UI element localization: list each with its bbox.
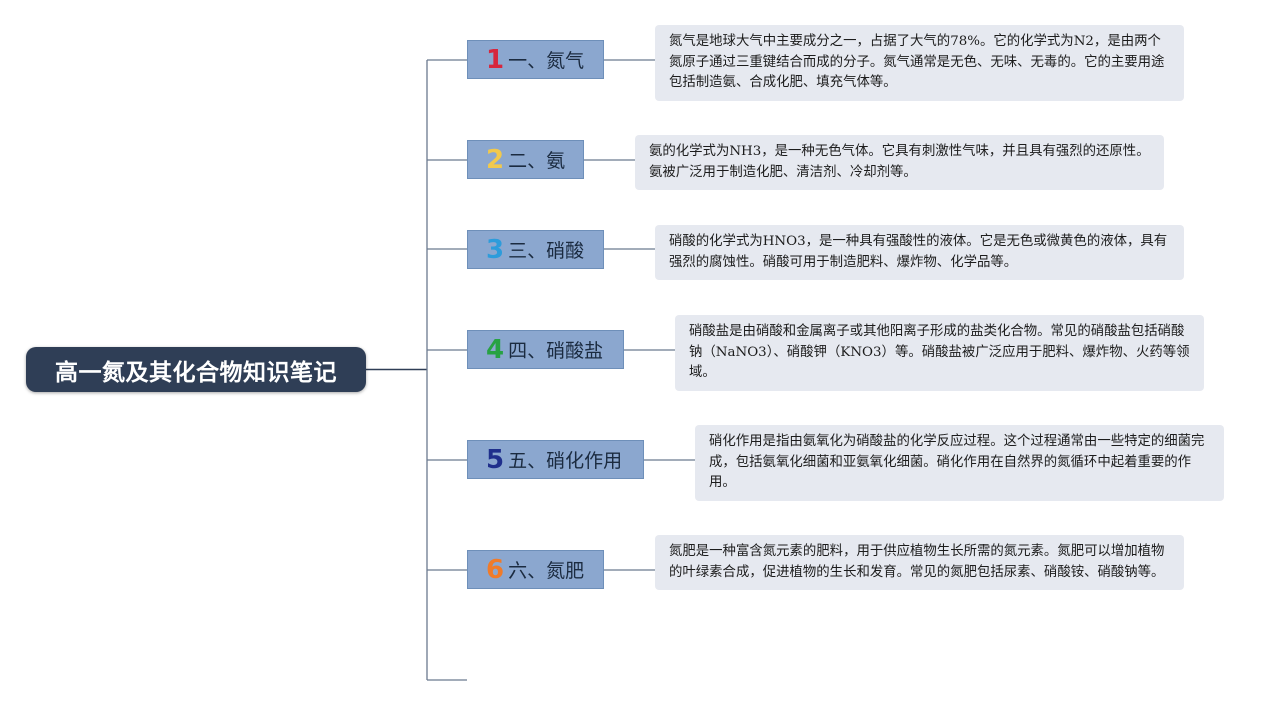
root-node[interactable]: 高一氮及其化合物知识笔记 xyxy=(26,347,366,392)
topic-label: 一、氮气 xyxy=(508,50,585,72)
description-card-5[interactable]: 硝化作用是指由氨氧化为硝酸盐的化学反应过程。这个过程通常由一些特定的细菌完成，包… xyxy=(695,425,1224,501)
topic-node-5[interactable]: 5 五、硝化作用 xyxy=(467,440,644,479)
topic-node-6[interactable]: 6 六、氮肥 xyxy=(467,550,604,589)
topic-node-1[interactable]: 1 一、氮气 xyxy=(467,40,604,79)
topic-node-2[interactable]: 2 二、氨 xyxy=(467,140,584,179)
topic-label: 六、氮肥 xyxy=(508,560,585,582)
description-card-2[interactable]: 氨的化学式为NH3，是一种无色气体。它具有刺激性气味，并且具有强烈的还原性。氨被… xyxy=(635,135,1164,190)
description-card-3[interactable]: 硝酸的化学式为HNO3，是一种具有强酸性的液体。它是无色或微黄色的液体，具有强烈… xyxy=(655,225,1184,280)
number-5-icon: 5 xyxy=(486,444,505,475)
number-2-icon: 2 xyxy=(486,144,505,175)
description-card-4[interactable]: 硝酸盐是由硝酸和金属离子或其他阳离子形成的盐类化合物。常见的硝酸盐包括硝酸钠（N… xyxy=(675,315,1204,391)
number-3-icon: 3 xyxy=(486,234,505,265)
topic-node-4[interactable]: 4 四、硝酸盐 xyxy=(467,330,624,369)
number-1-icon: 1 xyxy=(486,44,505,75)
description-card-1[interactable]: 氮气是地球大气中主要成分之一，占据了大气的78%。它的化学式为N2，是由两个氮原… xyxy=(655,25,1184,101)
number-6-icon: 6 xyxy=(486,554,505,585)
topic-label: 四、硝酸盐 xyxy=(508,340,604,362)
topic-label: 二、氨 xyxy=(508,150,566,172)
number-4-icon: 4 xyxy=(486,334,505,365)
topic-node-3[interactable]: 3 三、硝酸 xyxy=(467,230,604,269)
topic-label: 三、硝酸 xyxy=(508,240,585,262)
topic-label: 五、硝化作用 xyxy=(508,450,623,472)
description-card-6[interactable]: 氮肥是一种富含氮元素的肥料，用于供应植物生长所需的氮元素。氮肥可以增加植物的叶绿… xyxy=(655,535,1184,590)
